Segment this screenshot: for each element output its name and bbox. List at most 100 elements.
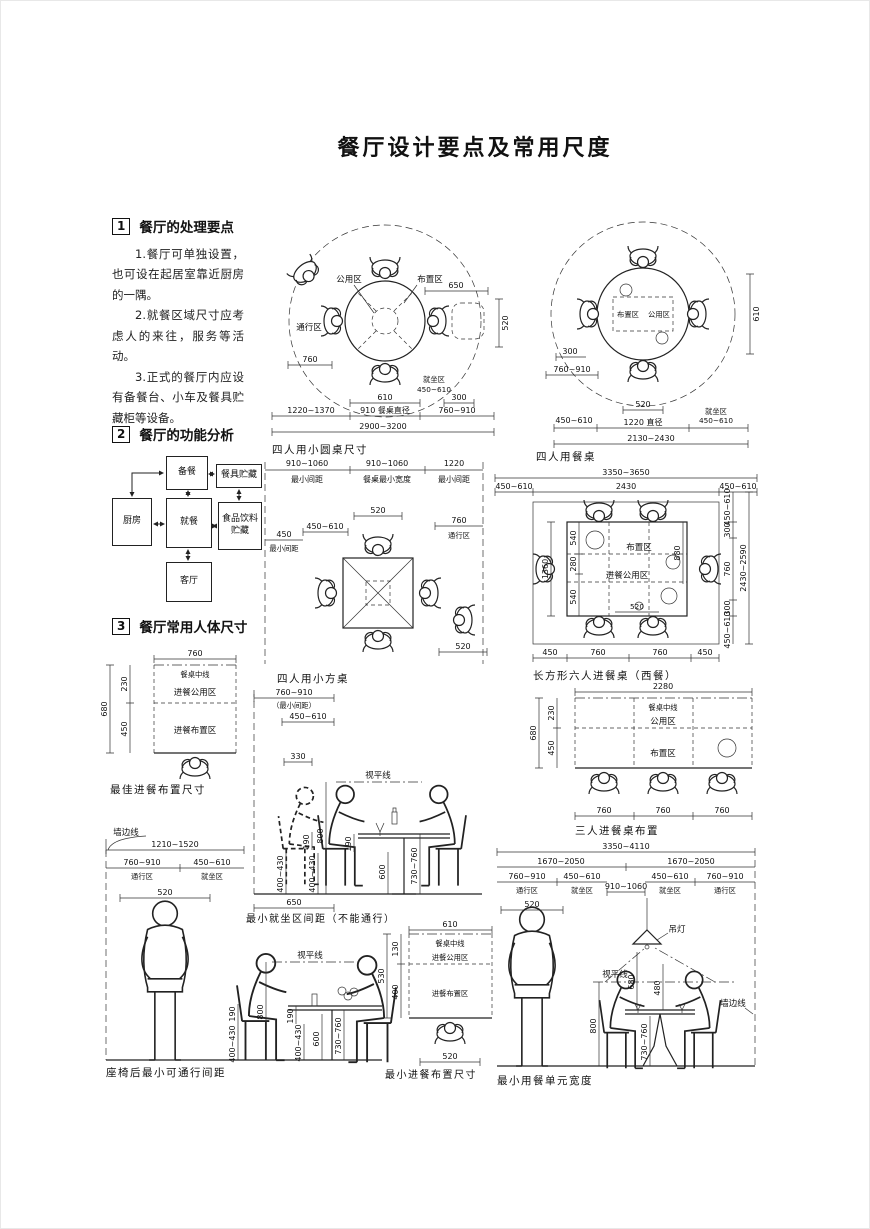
person-top-icon bbox=[314, 577, 338, 609]
person-top-icon bbox=[686, 298, 710, 330]
table-centerline-label: 餐桌中线 bbox=[648, 703, 678, 712]
dim-label: 1220 直径 bbox=[624, 417, 663, 427]
dim-label: 450 bbox=[276, 530, 291, 539]
eye-level-label: 视平线 bbox=[602, 969, 628, 980]
dim-label: 760 bbox=[187, 649, 202, 658]
flow-box-kitchen: 厨房 bbox=[112, 498, 152, 546]
dim-label: 760 bbox=[714, 806, 729, 815]
dim-label: 400~430 bbox=[294, 1024, 303, 1061]
dim-label: 最小间距 bbox=[438, 475, 470, 484]
dim-label: 190 bbox=[302, 834, 311, 849]
diagram-square-table-4: 910~1060 最小间距 910~1060 餐桌最小宽度 1220 最小间距 … bbox=[264, 459, 488, 685]
dim-label: 1220~1370 bbox=[287, 406, 334, 415]
plate-icon bbox=[717, 738, 737, 758]
diagram-round-table-4: 公用区 布置区 通行区 650 520 760 610 就坐区 450~610 … bbox=[271, 224, 510, 456]
pedestal-table-shape bbox=[625, 1009, 695, 1067]
dim-label: 730~760 bbox=[640, 1023, 649, 1060]
zone-label: 就坐区 bbox=[201, 872, 223, 881]
zone-label: 通行区 bbox=[516, 886, 538, 895]
person-top-icon bbox=[362, 629, 394, 653]
standing-person-icon bbox=[508, 906, 556, 1067]
dim-label: 450~610 bbox=[699, 416, 733, 425]
person-top-icon bbox=[320, 305, 344, 337]
diagram-round-table-4b: 布置区 公用区 610 300 760~910 520 就坐区 450~610 … bbox=[536, 221, 761, 463]
dim-label: 540 bbox=[569, 530, 578, 545]
person-top-icon bbox=[588, 771, 620, 795]
wall-line-label: 墙边线 bbox=[113, 827, 139, 838]
dim-label: 450~610 bbox=[723, 611, 732, 648]
person-top-icon bbox=[434, 1021, 466, 1045]
dim-label: 520 bbox=[635, 400, 650, 409]
dim-label: 880 bbox=[673, 545, 682, 560]
dim-label: 450~610 bbox=[723, 488, 732, 525]
section-2-header: 2 餐厅的功能分析 bbox=[112, 424, 234, 444]
dim-label: 760~910 bbox=[706, 872, 743, 881]
dim-label: 650 bbox=[448, 281, 463, 290]
diagram-caption: 四人用餐桌 bbox=[536, 450, 596, 463]
dim-label: 910~1060 bbox=[366, 459, 408, 468]
dim-label: 760 bbox=[723, 561, 732, 576]
dim-label: 520 bbox=[370, 506, 385, 515]
person-top-icon bbox=[452, 604, 476, 636]
eye-level-label: 视平线 bbox=[365, 770, 391, 781]
zone-label: 公用区 bbox=[336, 275, 362, 285]
dim-label: 450~610 bbox=[719, 482, 756, 491]
dim-label: 760~910 bbox=[438, 406, 475, 415]
dim-label: 190 bbox=[344, 836, 353, 851]
dim-label: 300 bbox=[723, 600, 732, 615]
dim-label: 400~430 bbox=[308, 855, 317, 892]
person-top-icon bbox=[627, 245, 659, 269]
person-top-icon bbox=[637, 615, 669, 639]
zone-label: 就坐区 bbox=[423, 375, 445, 384]
diagram-min-seating: 760~910 （最小间距） 450~610 330 视平线 800 190 1… bbox=[246, 688, 482, 925]
dim-label: 3350~4110 bbox=[602, 842, 649, 851]
dim-label: 2900~3200 bbox=[359, 422, 406, 431]
dim-label: 400 bbox=[391, 984, 400, 999]
table-side-shape bbox=[288, 1005, 382, 1060]
clearance-circle bbox=[288, 224, 482, 418]
flow-box-dining: 就餐 bbox=[166, 498, 212, 548]
dim-label: 730~760 bbox=[410, 847, 419, 884]
dim-label: 450 bbox=[547, 740, 556, 755]
zone-label: 进餐公用区 bbox=[432, 953, 468, 962]
dim-label: 760~910 bbox=[553, 365, 590, 374]
dim-label: 450~610 bbox=[289, 712, 326, 721]
dim-label: 610 bbox=[442, 920, 457, 929]
zone-label: 进餐公用区 bbox=[174, 688, 217, 698]
dim-label: 190 bbox=[286, 1008, 295, 1023]
zone-label: 通行区 bbox=[714, 886, 736, 895]
zone-label: 布置区 bbox=[417, 274, 443, 285]
dim-label: 300 bbox=[562, 347, 577, 356]
diagram-chairback-passage: 墙边线 1210~1520 760~910 通行区 450~610 就坐区 52… bbox=[105, 827, 397, 1079]
person-top-icon bbox=[647, 771, 679, 795]
dim-label: 610 bbox=[377, 393, 392, 402]
dim-label: 400~430 bbox=[228, 1025, 237, 1062]
person-side-icon bbox=[674, 970, 722, 1070]
dim-label: 130 bbox=[391, 941, 400, 956]
person-top-icon bbox=[576, 298, 600, 330]
dim-label: 760 bbox=[451, 516, 466, 525]
dim-label: 760 bbox=[590, 648, 605, 657]
bottle-icon bbox=[391, 811, 398, 825]
diagram-min-layout: 610 餐桌中线 进餐公用区 进餐布置区 530 130 400 520 最小进… bbox=[377, 920, 493, 1081]
zone-label: 公用区 bbox=[648, 310, 670, 319]
dim-label: 最小间距 bbox=[269, 544, 298, 553]
dim-label: 400~430 bbox=[276, 855, 285, 892]
page-title: 餐厅设计要点及常用尺度 bbox=[337, 136, 613, 161]
flow-box-tableware-storage: 餐具贮藏 bbox=[216, 464, 262, 488]
dim-label: 450~610 bbox=[306, 522, 343, 531]
dim-label: 1210~1520 bbox=[151, 840, 198, 849]
section-1-header: 1 餐厅的处理要点 bbox=[112, 216, 234, 236]
person-side-icon bbox=[418, 784, 467, 887]
section-3-title: 餐厅常用人体尺寸 bbox=[139, 620, 248, 636]
table-centerline-label: 餐桌中线 bbox=[435, 939, 465, 948]
zone-label: 布置区 bbox=[617, 310, 639, 319]
dim-label: 520 bbox=[630, 602, 644, 611]
diagram-dining-unit: 3350~4110 1670~2050 1670~2050 760~910 45… bbox=[496, 842, 756, 1087]
paragraph: 2.就餐区域尺寸应考虑人的来往，服务等活动。 bbox=[112, 308, 244, 364]
table-centerline-label: 餐桌中线 bbox=[180, 670, 210, 679]
dim-label: 910~1060 bbox=[605, 882, 647, 891]
section-1-title: 餐厅的处理要点 bbox=[139, 220, 234, 236]
eye-level-label: 视平线 bbox=[297, 950, 323, 961]
